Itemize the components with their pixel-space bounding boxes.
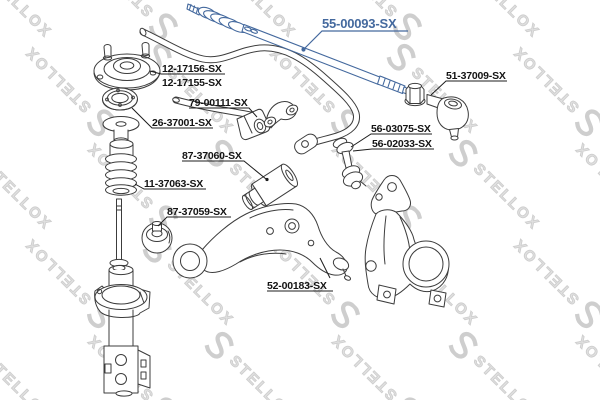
control-arm-drawing — [172, 203, 352, 281]
part-label-52-00183: 52-00183-SX — [267, 280, 327, 292]
stabilizer-bar-eyelet-drawing — [294, 133, 318, 155]
part-label-12-17156: 12-17156-SX — [162, 63, 222, 75]
stabilizer-bushing-drawing — [236, 101, 299, 141]
part-label-11-37063: 11-37063-SX — [144, 178, 204, 190]
arm-bushing-drawing — [241, 163, 298, 210]
part-label-26-37001: 26-37001-SX — [152, 117, 212, 129]
stabilizer-link-drawing — [332, 137, 367, 190]
dust-boot-drawing — [105, 139, 137, 196]
part-label-79-00111: 79-00111-SX — [189, 97, 248, 109]
part-label-87-37059: 87-37059-SX — [167, 206, 227, 218]
tie-rod-end-drawing — [426, 94, 469, 141]
part-link-55-00093[interactable]: 55-00093-SX — [322, 16, 397, 31]
part-label-12-17155: 12-17155-SX — [162, 77, 222, 89]
tie-rod-drawing — [186, 3, 414, 97]
part-label-87-37060: 87-37060-SX — [182, 150, 242, 162]
part-label-56-02033: 56-02033-SX — [372, 138, 432, 150]
lock-nut-drawing — [404, 82, 426, 107]
part-label-56-03075: 56-03075-SX — [371, 123, 431, 135]
part-label-51-37009: 51-37009-SX — [446, 70, 506, 82]
label-leader-lines — [131, 30, 507, 292]
strut-bearing-drawing — [102, 87, 138, 111]
